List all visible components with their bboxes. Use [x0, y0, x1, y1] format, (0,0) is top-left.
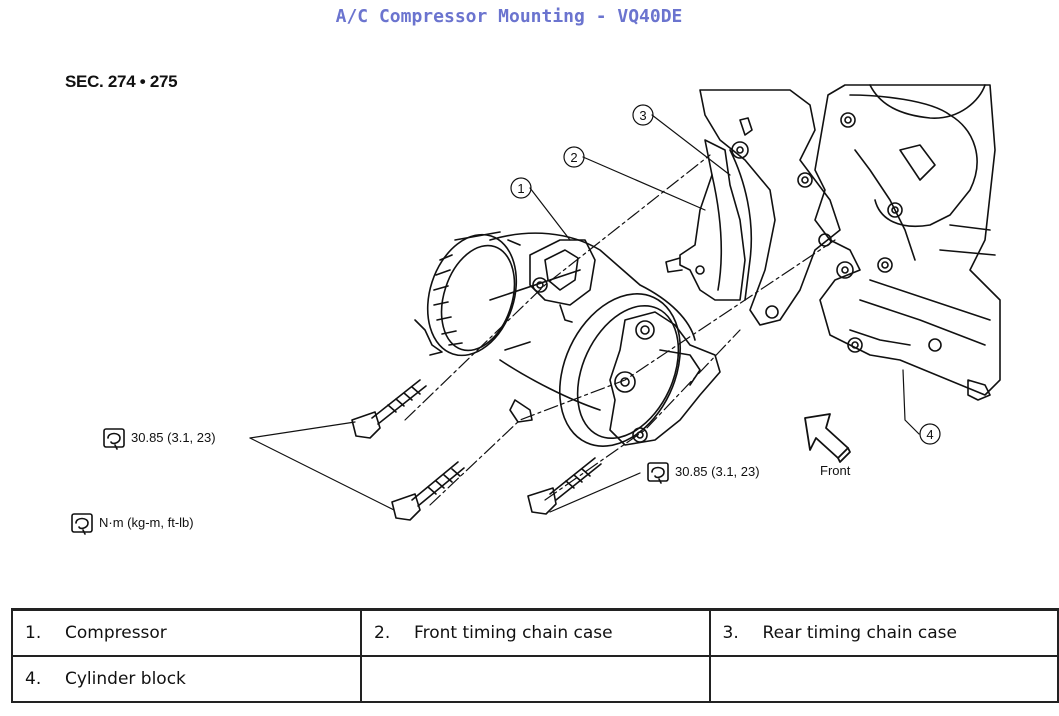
legend-cell: 1. Compressor [10, 608, 363, 657]
legend-cell: 4. Cylinder block [10, 655, 363, 703]
legend-text: Compressor [65, 623, 167, 643]
legend-number: 3. [722, 623, 739, 643]
torque-units-legend: N·m (kg-m, ft-lb) [99, 515, 194, 530]
front-label: Front [820, 463, 851, 478]
torque-wrench-icon [103, 428, 125, 450]
compressor-diagram: 1 2 3 4 [71, 84, 1001, 535]
bolt-lower-right [527, 457, 602, 515]
table-row: 1. Compressor 2. Front timing chain case 3… [10, 608, 1059, 657]
alignment-lines [404, 154, 836, 506]
legend-text: Front timing chain case [414, 623, 613, 643]
legend-number: 2. [374, 623, 391, 643]
page-title: A/C Compressor Mounting - VQ40DE [335, 6, 683, 27]
rear-timing-chain-case [699, 89, 841, 326]
compressor [414, 231, 721, 447]
callout-4: 4 [919, 423, 941, 445]
callout-1: 1 [510, 177, 532, 199]
legend-text: Cylinder block [65, 669, 186, 689]
bolt-upper [351, 379, 427, 439]
legend-text: Rear timing chain case [762, 623, 957, 643]
legend-cell: 3. Rear timing chain case [708, 608, 1059, 657]
legend-cell: 2. Front timing chain case [360, 608, 711, 657]
torque-wrench-icon [71, 513, 93, 535]
front-timing-chain-case [665, 139, 746, 301]
section-number: SEC. 274 • 275 [65, 72, 178, 91]
bolt-lower-left [391, 461, 465, 521]
legend-cell [708, 655, 1059, 703]
leader-lines [249, 114, 920, 513]
callout-3-label: 3 [639, 108, 646, 123]
torque-wrench-icon [647, 462, 669, 484]
table-row: 4. Cylinder block [10, 655, 1059, 703]
cylinder-block [814, 84, 1001, 401]
callout-2: 2 [563, 146, 585, 168]
callout-2-label: 2 [570, 150, 577, 165]
callout-4-label: 4 [926, 427, 933, 442]
legend-number: 1. [25, 623, 42, 643]
callout-3: 3 [632, 104, 654, 126]
callout-1-label: 1 [517, 181, 524, 196]
parts-legend-table: 1. Compressor 2. Front timing chain case 3… [10, 608, 1059, 703]
torque-value-upper: 30.85 (3.1, 23) [131, 430, 216, 445]
legend-cell [360, 655, 711, 703]
front-arrow-icon [804, 413, 851, 463]
torque-value-lower: 30.85 (3.1, 23) [675, 464, 760, 479]
legend-number: 4. [25, 669, 42, 689]
